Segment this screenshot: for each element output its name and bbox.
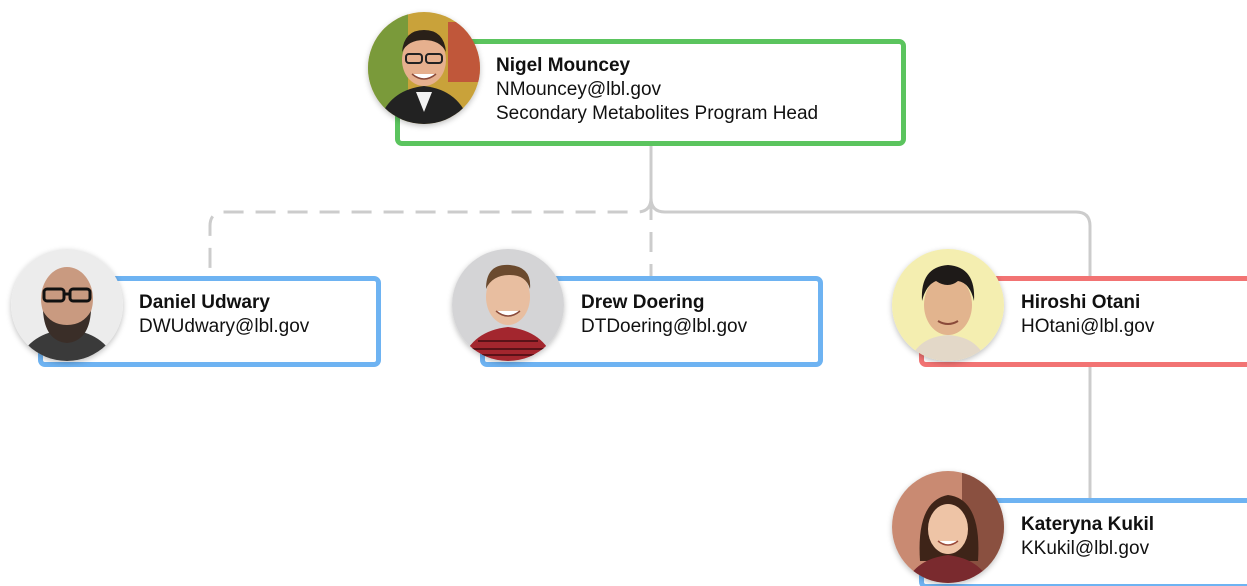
node-text-hiroshi: Hiroshi Otani HOtani@lbl.gov: [1021, 291, 1154, 339]
node-text-kateryna: Kateryna Kukil KKukil@lbl.gov: [1021, 513, 1154, 561]
node-name: Daniel Udwary: [139, 292, 270, 313]
node-card-nigel[interactable]: [395, 39, 906, 146]
node-email: DTDoering@lbl.gov: [581, 316, 748, 337]
avatar-photo-icon: [892, 471, 1004, 583]
node-email: DWUdwary@lbl.gov: [139, 316, 310, 337]
avatar-photo-icon: [892, 249, 1004, 361]
connector-solid-hiroshi: [649, 197, 1092, 278]
node-email: HOtani@lbl.gov: [1021, 316, 1155, 337]
avatar-photo-icon: [368, 12, 480, 124]
avatar-photo-icon: [452, 249, 564, 361]
node-title: Secondary Metabolites Program Head: [496, 103, 819, 124]
node-name: Nigel Mouncey: [496, 55, 631, 76]
node-text-daniel: Daniel Udwary DWUdwary@lbl.gov: [139, 291, 309, 339]
connector-dashed-daniel: [208, 197, 653, 278]
node-name: Kateryna Kukil: [1021, 514, 1155, 535]
node-text-drew: Drew Doering DTDoering@lbl.gov: [581, 291, 747, 339]
node-text-nigel: Nigel Mouncey NMouncey@lbl.gov Secondary…: [496, 54, 818, 126]
avatar-photo-icon: [11, 249, 123, 361]
node-name: Drew Doering: [581, 292, 705, 313]
node-email: KKukil@lbl.gov: [1021, 538, 1150, 559]
node-email: NMouncey@lbl.gov: [496, 79, 662, 100]
node-name: Hiroshi Otani: [1021, 292, 1141, 313]
